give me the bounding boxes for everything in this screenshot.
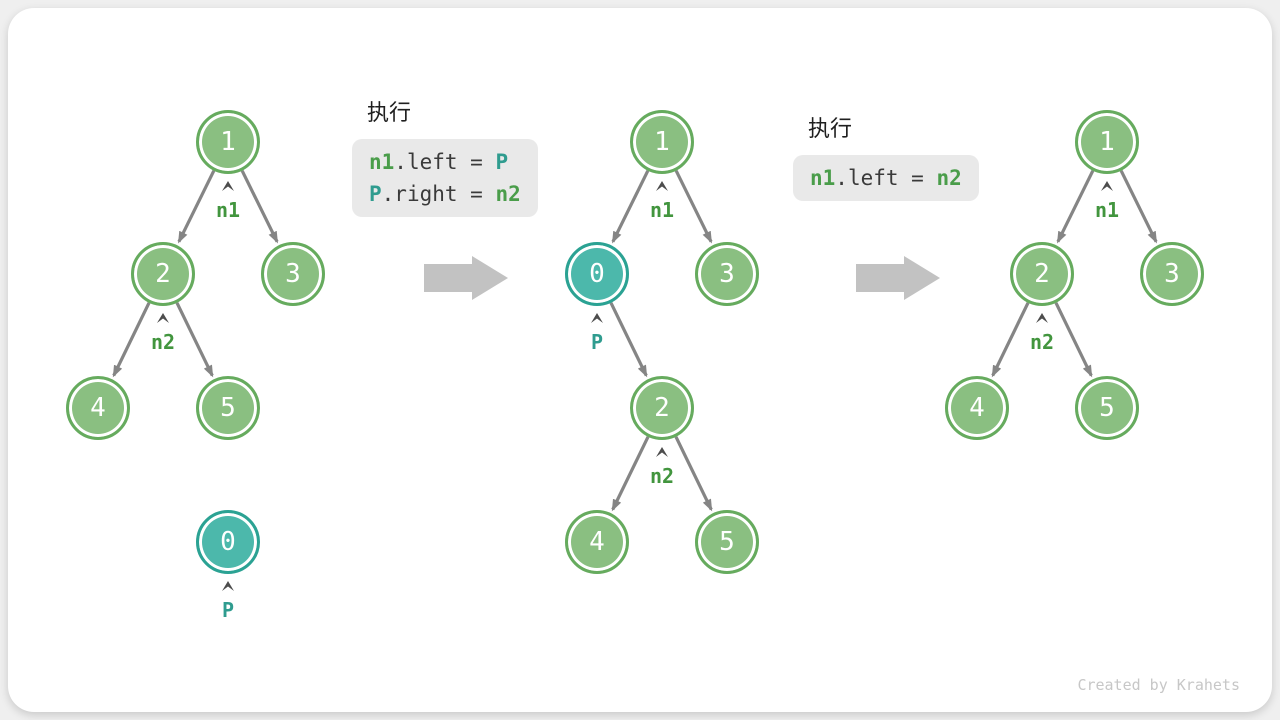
pointer-label: n1 — [1094, 198, 1120, 222]
code-line: n1.left = P — [369, 146, 521, 178]
node-value: 2 — [155, 259, 171, 289]
caret-up-icon — [656, 181, 668, 191]
tree-node-5: 5 — [695, 510, 759, 574]
node-value: 0 — [589, 259, 605, 289]
tree-node-4: 4 — [945, 376, 1009, 440]
code-line: n1.left = n2 — [810, 162, 962, 194]
tree-node-3: 3 — [695, 242, 759, 306]
pointer-label: n2 — [649, 464, 675, 488]
node-value: 5 — [1099, 393, 1115, 423]
code-token: .right = — [381, 182, 496, 206]
pointer-label: P — [590, 330, 604, 354]
node-value: 1 — [1099, 127, 1115, 157]
pointer-n2: n2 — [123, 313, 203, 352]
node-value: 1 — [654, 127, 670, 157]
pointer-P: P — [557, 313, 637, 352]
tree-node-3: 3 — [261, 242, 325, 306]
pointer-label: P — [221, 598, 235, 622]
node-value: 2 — [1034, 259, 1050, 289]
tree-node-1: 1 — [1075, 110, 1139, 174]
code-token: n2 — [936, 166, 962, 190]
code-line: P.right = n2 — [369, 178, 521, 210]
node-value: 0 — [220, 527, 236, 557]
pointer-label: n2 — [1029, 330, 1055, 354]
code-token: n2 — [495, 182, 521, 206]
node-value: 3 — [1164, 259, 1180, 289]
tree-node-2: 2 — [630, 376, 694, 440]
caret-up-icon — [222, 581, 234, 591]
node-value: 4 — [90, 393, 106, 423]
caret-up-icon — [656, 447, 668, 457]
node-value: 1 — [220, 127, 236, 157]
caret-up-icon — [591, 313, 603, 323]
tree-node-3: 3 — [1140, 242, 1204, 306]
code-block-2: 执行 n1.left = n2 — [793, 116, 979, 201]
tree-node-5: 5 — [196, 376, 260, 440]
node-value: 2 — [654, 393, 670, 423]
pointer-n1: n1 — [1067, 181, 1147, 220]
footer-credit: Created by Krahets — [1077, 676, 1240, 694]
tree-node-1: 1 — [630, 110, 694, 174]
tree-node-4: 4 — [66, 376, 130, 440]
caret-up-icon — [1036, 313, 1048, 323]
node-value: 4 — [969, 393, 985, 423]
caret-up-icon — [157, 313, 169, 323]
tree-node-1: 1 — [196, 110, 260, 174]
code-token: P — [495, 150, 509, 174]
caret-up-icon — [1101, 181, 1113, 191]
code-token: P — [369, 182, 382, 206]
exec-label: 执行 — [367, 100, 412, 125]
tree-node-0: 0 — [196, 510, 260, 574]
pointer-n2: n2 — [1002, 313, 1082, 352]
node-value: 5 — [719, 527, 735, 557]
pointer-label: n2 — [150, 330, 176, 354]
tree-node-2: 2 — [1010, 242, 1074, 306]
tree-node-4: 4 — [565, 510, 629, 574]
pointer-P: P — [188, 581, 268, 620]
pointer-n1: n1 — [188, 181, 268, 220]
code-token: .left = — [835, 166, 937, 190]
code-token: n1 — [810, 166, 836, 190]
pointer-label: n1 — [215, 198, 241, 222]
node-value: 3 — [719, 259, 735, 289]
tree-node-0: 0 — [565, 242, 629, 306]
tree-node-2: 2 — [131, 242, 195, 306]
pointer-label: n1 — [649, 198, 675, 222]
code-token: .left = — [394, 150, 496, 174]
pointer-n1: n1 — [622, 181, 702, 220]
node-value: 5 — [220, 393, 236, 423]
code-box: n1.left = n2 — [793, 155, 979, 201]
node-value: 4 — [589, 527, 605, 557]
node-value: 3 — [285, 259, 301, 289]
pointer-n2: n2 — [622, 447, 702, 486]
tree-node-5: 5 — [1075, 376, 1139, 440]
caret-up-icon — [222, 181, 234, 191]
code-token: n1 — [369, 150, 395, 174]
exec-label: 执行 — [808, 116, 853, 141]
